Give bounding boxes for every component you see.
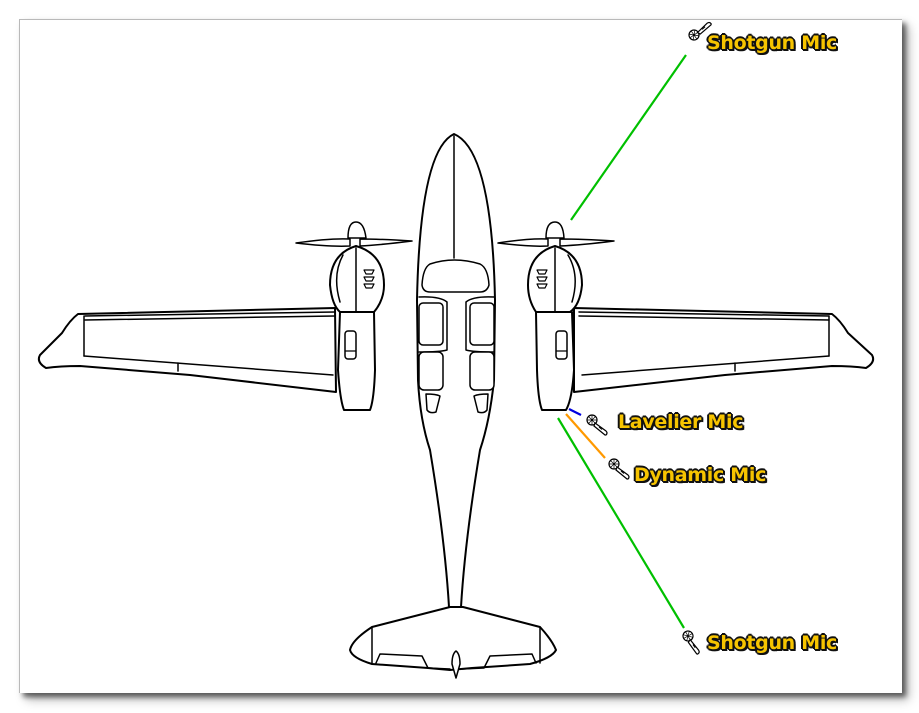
lavalier-label: Lavelier Mic (618, 411, 744, 433)
shotgun-rear-line (557, 417, 685, 629)
right-engine (497, 221, 615, 411)
shotgun-front-line (570, 54, 687, 221)
fuselage (416, 133, 496, 608)
left-engine (295, 221, 413, 411)
left-wing (37, 307, 337, 393)
lavalier-mic-icon (586, 414, 608, 436)
shotgun-rear-mic-icon (678, 629, 705, 655)
dynamic-label: Dynamic Mic (634, 464, 767, 486)
horizontal-stabilizer (349, 606, 557, 679)
dynamic-line (565, 413, 606, 459)
dynamic-mic-icon (608, 458, 630, 480)
shotgun-front-label: Shotgun Mic (707, 32, 837, 54)
right-wing (573, 307, 875, 393)
lavalier-line (568, 408, 582, 416)
shotgun-rear-label: Shotgun Mic (707, 632, 837, 654)
